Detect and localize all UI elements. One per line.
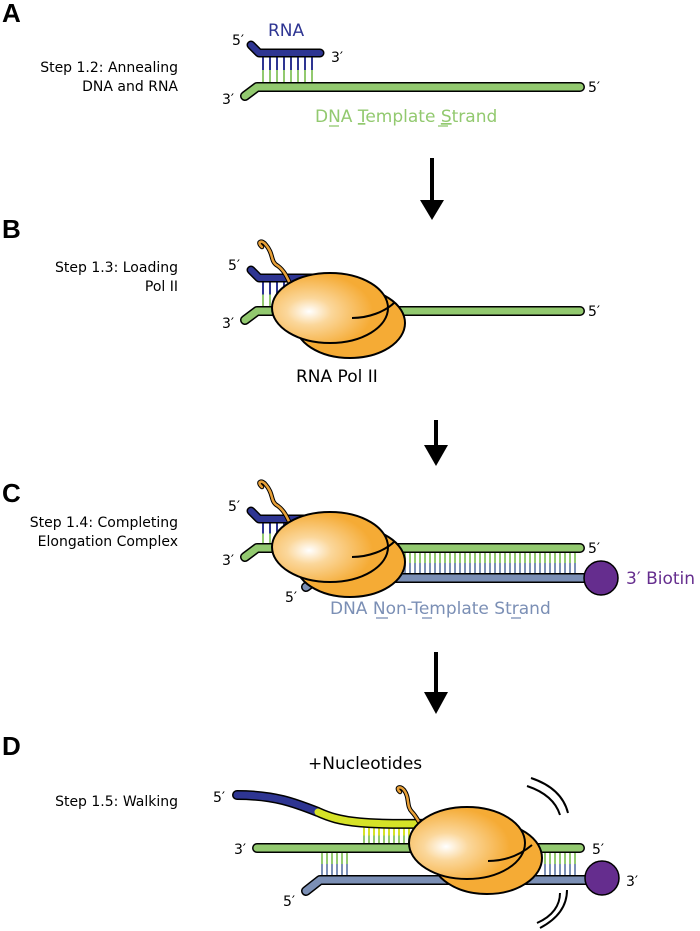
panel-b: B Step 1.3: Loading Pol II 5′ 3′ 5′ RNA … (2, 214, 600, 387)
step-label-b-line1: Step 1.3: Loading (55, 260, 178, 276)
dna-3-prime-label: 3′ (222, 553, 234, 569)
biotin-bead (583, 560, 619, 596)
arrow-down-icon (420, 200, 444, 220)
dna-nontemplate-strand-label: DNA Non-Template Strand (330, 599, 551, 619)
dna-5-prime-label: 5′ (592, 842, 604, 858)
dna-5-prime-label: 5′ (588, 541, 600, 557)
panel-d: D Step 1.5: Walking +Nucleotides (2, 731, 638, 929)
rna-pol-ii (271, 511, 406, 598)
panel-letter-b: B (2, 214, 21, 244)
rna-old-strand (233, 791, 322, 816)
rna-5-prime-label: 5′ (228, 258, 240, 274)
dna-template-strand (241, 307, 584, 324)
base-pairs-d-upstream (321, 852, 348, 876)
nucleotides-condition-label: +Nucleotides (308, 754, 422, 774)
rna-label: RNA (268, 21, 305, 41)
rna-strand (248, 42, 323, 56)
nontemplate-5-prime-label: 5′ (283, 894, 295, 910)
rna-pol-ii-label: RNA Pol II (296, 367, 378, 387)
arrow-down-icon (424, 692, 448, 714)
arrow-c-to-d (424, 652, 448, 714)
base-pairs-a (262, 57, 313, 83)
step-label-b-line2: Pol II (145, 279, 178, 295)
arrow-b-to-c (424, 420, 448, 466)
dna-template-strand-label: DNA Template Strand (315, 107, 497, 127)
step-label-a-line2: DNA and RNA (82, 79, 178, 95)
arrow-a-to-b (420, 158, 444, 220)
rna-5-prime-label: 5′ (228, 499, 240, 515)
rna-3-prime-label: 3′ (331, 50, 343, 66)
base-pairs-d-downstream (544, 852, 576, 876)
nascent-rna-exit-strand (258, 480, 298, 538)
panel-letter-a: A (2, 0, 21, 28)
dna-5-prime-label: 5′ (588, 80, 600, 96)
rna-5-prime-label: 5′ (213, 790, 225, 806)
dna-template-strand (241, 544, 584, 561)
biotin-label: 3′ Biotin (626, 569, 695, 589)
base-pairs-c-duplex (404, 552, 576, 574)
rna-pol-ii (408, 806, 543, 895)
dna-template-strand (241, 83, 584, 100)
dna-5-prime-label: 5′ (588, 304, 600, 320)
rna-pol-ii (271, 272, 406, 359)
panel-letter-c: C (2, 478, 21, 508)
biotin-bead (584, 860, 620, 896)
step-label-d-line1: Step 1.5: Walking (55, 794, 178, 810)
arrow-down-icon (424, 445, 448, 466)
nontemplate-5-prime-label: 5′ (285, 590, 297, 606)
dna-3-prime-label: 3′ (222, 92, 234, 108)
step-label-a-line1: Step 1.2: Annealing (40, 60, 178, 76)
panel-c: C Step 1.4: Completing Elongation Comple… (2, 478, 695, 619)
dna-3-prime-label: 3′ (234, 842, 246, 858)
panel-a: A Step 1.2: Annealing DNA and RNA RNA 5′… (2, 0, 600, 127)
nascent-rna-exit-strand (258, 240, 298, 298)
biotin-3-prime-label: 3′ (626, 874, 638, 890)
panel-letter-d: D (2, 731, 21, 761)
step-label-c-line1: Step 1.4: Completing (30, 515, 178, 531)
motion-lines-icon (526, 777, 569, 929)
dna-3-prime-label: 3′ (222, 316, 234, 332)
step-label-c-line2: Elongation Complex (38, 534, 178, 550)
rna-5-prime-label: 5′ (232, 33, 244, 49)
